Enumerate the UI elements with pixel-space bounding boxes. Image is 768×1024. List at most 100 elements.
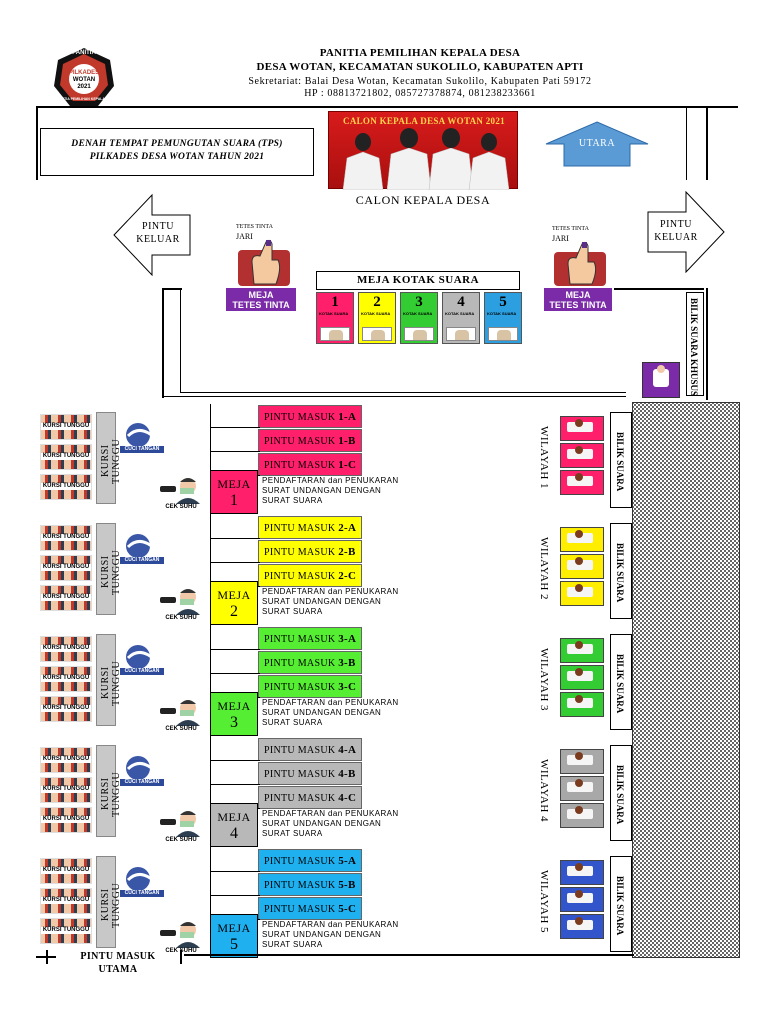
kursi-tunggu-text: KURSI TUNGGU [100, 882, 122, 928]
pintu-masuk-5-B: PINTU MASUK 5-B [258, 873, 362, 896]
bilik-voter-figure [560, 887, 604, 912]
pintu-masuk-id: 1-A [338, 411, 357, 423]
wall-inner-left [162, 288, 164, 398]
cek-suhu-icon: CEK SUHU [158, 809, 204, 845]
desc-line-2: SURAT UNDANGAN DENGAN [262, 819, 382, 828]
bilik-khusus-area: BILIK SUARA KHUSUS [686, 292, 704, 396]
crowd-label: KURSI TUNGGU [41, 675, 91, 682]
pintu-masuk-label: PINTU MASUK [264, 634, 336, 645]
header-line-2: DESA WOTAN, KECAMATAN SUKOLILO, KABUPATE… [256, 61, 584, 73]
kotak-suara-mini-label: KOTAK SUARA [487, 311, 517, 316]
wall-right-top-2 [686, 108, 687, 180]
kursi-tunggu-label-box: KURSI TUNGGU [96, 523, 122, 615]
kotak-suara-number: 2 [373, 294, 381, 310]
door-line [210, 451, 260, 452]
waiting-crowd-image: KURSI TUNGGU [40, 888, 92, 914]
center-divider [210, 404, 211, 952]
wilayah-label: WILAYAH 1 [538, 426, 550, 490]
ink-label-right-1: TETES TINTA [552, 226, 589, 232]
pintu-masuk-4-C: PINTU MASUK 4-C [258, 786, 362, 809]
door-tick [210, 534, 211, 542]
cuci-tangan-label: CUCI TANGAN [120, 557, 164, 564]
wall-left-top [36, 108, 38, 180]
desc-line-2: SURAT UNDANGAN DENGAN [262, 708, 382, 717]
crowd-label: KURSI TUNGGU [41, 897, 91, 904]
pintu-masuk-4-B: PINTU MASUK 4-B [258, 762, 362, 785]
bilik-suara-label-box: BILIK SUARA [610, 412, 632, 508]
kotak-suara-mini-label: KOTAK SUARA [319, 311, 349, 316]
meja-number: 4 [230, 825, 238, 842]
bilik-voter-figure [560, 749, 604, 774]
bilik-voter-figure [560, 665, 604, 690]
candidates-figure-icon [342, 128, 510, 190]
bilik-suara-label-box: BILIK SUARA [610, 634, 632, 730]
desc-line-3: SURAT SUARA [262, 607, 323, 616]
ballot-box-icon [362, 327, 392, 341]
header-block: PANITIA PEMILIHAN KEPALA DESA DESA WOTAN… [140, 47, 700, 99]
kursi-tunggu-text: KURSI TUNGGU [100, 771, 122, 817]
door-tick [210, 645, 211, 653]
logo-year-text: 2021 [77, 84, 91, 90]
meja-tinta-left-1: MEJA [248, 290, 274, 300]
meja-tetes-tinta-right: MEJA TETES TINTA [544, 288, 612, 311]
banner-title: CALON KEPALA DESA WOTAN 2021 [343, 116, 505, 126]
kotak-suara-number: 4 [457, 294, 465, 310]
handwash-icon [120, 866, 164, 892]
ink-finger-left: TETES TINTA JARI [236, 224, 294, 288]
waiting-crowd-image: KURSI TUNGGU [40, 666, 92, 692]
pintu-masuk-label: PINTU MASUK [264, 436, 336, 447]
kotak-suara-mini-label: KOTAK SUARA [361, 311, 391, 316]
waiting-crowd-image: KURSI TUNGGU [40, 807, 92, 833]
meja-tinta-right-2: TETES TINTA [549, 300, 607, 310]
wall-inner-right [706, 288, 708, 400]
exit-left-label: PINTU KELUAR [128, 220, 188, 246]
wall-mid-top [180, 392, 626, 393]
pintu-masuk-id: 3-A [338, 633, 357, 645]
pintu-masuk-id: 3-C [338, 681, 357, 693]
logo-top-text: PANITIA [72, 50, 96, 56]
pintu-masuk-label: PINTU MASUK [264, 856, 336, 867]
desc-line-3: SURAT SUARA [262, 496, 323, 505]
desc-line-1: PENDAFTARAN dan PENUKARAN [262, 587, 399, 596]
pintu-masuk-id: 5-B [338, 879, 356, 891]
door-tick [210, 447, 211, 455]
desc-line-1: PENDAFTARAN dan PENUKARAN [262, 476, 399, 485]
desc-line-3: SURAT SUARA [262, 718, 323, 727]
exit-left-line2: KELUAR [136, 234, 180, 245]
header-divider [36, 106, 738, 108]
wilayah-label: WILAYAH 5 [538, 870, 550, 934]
bilik-voter-figure [560, 860, 604, 885]
pintu-masuk-id: 4-B [338, 768, 356, 780]
pintu-masuk-1-C: PINTU MASUK 1-C [258, 453, 362, 476]
pintu-masuk-id: 5-A [338, 855, 357, 867]
pintu-masuk-id: 3-B [338, 657, 356, 669]
logo-bottom-text: PANITIA PEMILIHAN KEPALA DESA [56, 97, 112, 101]
desc-line-1: PENDAFTARAN dan PENUKARAN [262, 920, 399, 929]
kotak-suara-title: MEJA KOTAK SUARA [316, 271, 520, 290]
crowd-label: KURSI TUNGGU [41, 705, 91, 712]
cuci-tangan-label: CUCI TANGAN [120, 890, 164, 897]
logo-mid-text: PILKADES [68, 70, 100, 76]
ballot-box-icon [404, 327, 434, 341]
wheelchair-voter-icon [642, 362, 680, 398]
header-line-3: Sekretariat: Balai Desa Wotan, Kecamatan… [248, 76, 592, 87]
waiting-crowd-image: KURSI TUNGGU [40, 918, 92, 944]
thermometer-person-icon [160, 700, 200, 726]
thermometer-person-icon [160, 589, 200, 615]
crowd-label: KURSI TUNGGU [41, 564, 91, 571]
bilik-suara-text: BILIK SUARA [615, 432, 625, 492]
kursi-tunggu-label-box: KURSI TUNGGU [96, 412, 122, 504]
kotak-suara-number: 1 [331, 294, 339, 310]
pintu-masuk-2-C: PINTU MASUK 2-C [258, 564, 362, 587]
waiting-crowd-image: KURSI TUNGGU [40, 777, 92, 803]
door-tick [210, 891, 211, 899]
wall-bottom-tick-1 [46, 950, 48, 964]
door-line [210, 427, 260, 428]
pintu-masuk-1-B: PINTU MASUK 1-B [258, 429, 362, 452]
desc-line-3: SURAT SUARA [262, 829, 323, 838]
desc-line-1: PENDAFTARAN dan PENUKARAN [262, 698, 399, 707]
